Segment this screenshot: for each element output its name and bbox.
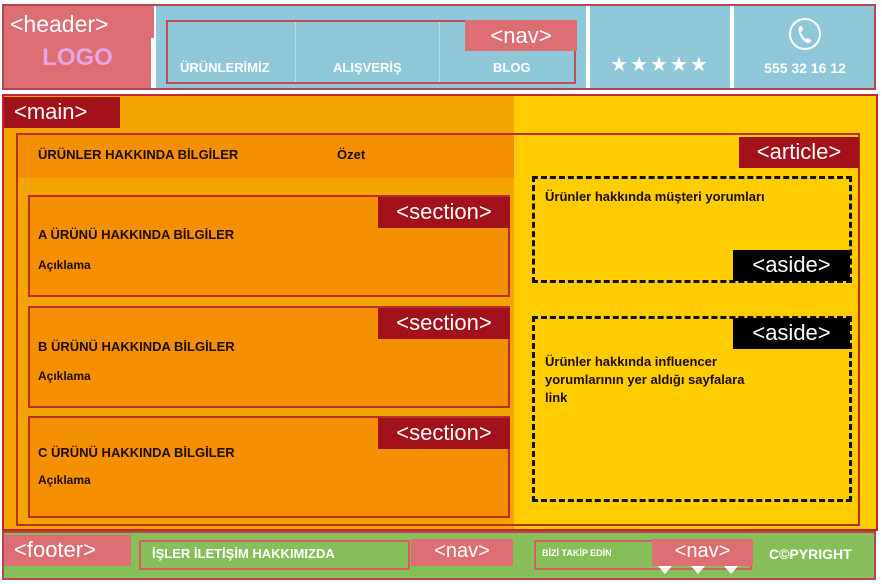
article-header-strip [18,135,514,178]
section-b-title: B ÜRÜNÜ HAKKINDA BİLGİLER [38,339,235,354]
nav-tag: <nav> [652,539,753,566]
nav-divider [295,22,296,82]
section-c-desc: Açıklama [38,473,91,487]
aside-influencer-links-text[interactable]: Ürünler hakkında influencer yorumlarının… [545,354,745,405]
aside-customer-reviews-text: Ürünler hakkında müşteri yorumları [545,189,765,204]
aside-tag: <aside> [733,250,850,281]
copyright: C©PYRIGHT [769,546,852,562]
section-tag: <section> [378,308,510,339]
footer-frame [2,531,876,580]
section-a-title: A ÜRÜNÜ HAKKINDA BİLGİLER [38,227,235,242]
header-nav-frame [166,20,576,84]
aside-tag: <aside> [733,318,850,349]
rating-box [590,6,730,88]
article-tag: <article> [739,137,859,168]
article-title: ÜRÜNLER HAKKINDA BİLGİLER [38,147,239,162]
footer-nav [139,540,410,570]
main-tag: <main> [4,97,120,128]
header-tag: <header> [4,6,154,38]
chevron-down-icon [658,566,738,574]
rating-stars: ★★★★★ [610,54,710,76]
article-frame [16,133,860,526]
nav-tag: <nav> [465,20,577,51]
aside-customer-reviews [532,176,852,283]
article-summary: Özet [337,147,366,162]
section-b-desc: Açıklama [38,369,91,383]
logo[interactable]: LOGO [42,44,113,71]
aside-influencer-links [532,316,852,502]
section-tag: <section> [378,418,510,449]
header-frame [2,4,876,90]
nav-item-blog[interactable]: BLOG [493,60,531,75]
section-tag: <section> [378,197,510,228]
nav-tag: <nav> [411,539,513,566]
follow-us-label[interactable]: BİZİ TAKİP EDİN [542,548,612,558]
phone-number[interactable]: 555 32 16 12 [764,60,846,76]
footer-nav-links[interactable]: İŞLER İLETİŞİM HAKKIMIZDA [152,546,335,561]
section-c-title: C ÜRÜNÜ HAKKINDA BİLGİLER [38,445,235,460]
footer-tag: <footer> [4,535,131,566]
section-a-desc: Açıklama [38,258,91,272]
main-frame [2,94,878,531]
nav-divider [439,22,440,82]
phone-icon [789,18,821,50]
nav-item-alisveris[interactable]: ALIŞVERİŞ [333,60,402,75]
nav-item-urunlerimiz[interactable]: ÜRÜNLERİMİZ [180,60,270,75]
